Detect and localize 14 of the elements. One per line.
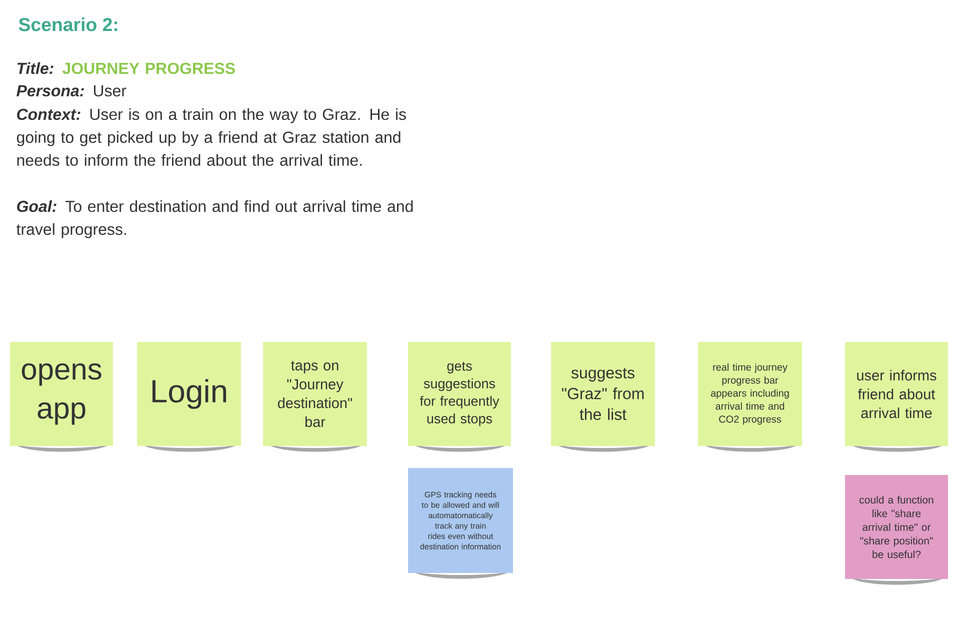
sticky-note: could a function like "share arrival time" or "share position" be useful? — [845, 475, 948, 585]
sticky-note: gets suggestions for frequently used stops — [408, 342, 511, 452]
scenario-field: Title: JOURNEY PROGRESS — [17, 62, 235, 74]
sticky-note: user informs friend about arrival time — [845, 342, 948, 452]
scenario-field: Persona: User — [16, 85, 126, 96]
sticky-note: opens app — [10, 342, 113, 452]
sticky-note: Login — [137, 342, 241, 452]
sticky-note: GPS tracking needs to be allowed and will automatomatically track any train rides even without destination information — [408, 468, 513, 579]
scenario-heading: Scenario 2: — [18, 17, 118, 32]
scenario-field: Goal: To enter destination and find out arrival time and travel progress. — [16, 200, 413, 238]
sticky-note: suggests "Graz" from the list — [551, 342, 655, 452]
scenario-field: Context: User is on a train on the way to Graz. He is going to get picked up by a friend at Graz station and needs to inform the friend about the arrival time. — [16, 108, 406, 166]
sticky-note: taps on "Journey destination" bar — [263, 342, 367, 452]
sticky-note: real time journey progress bar appears including arrival time and CO2 progress — [698, 342, 802, 452]
